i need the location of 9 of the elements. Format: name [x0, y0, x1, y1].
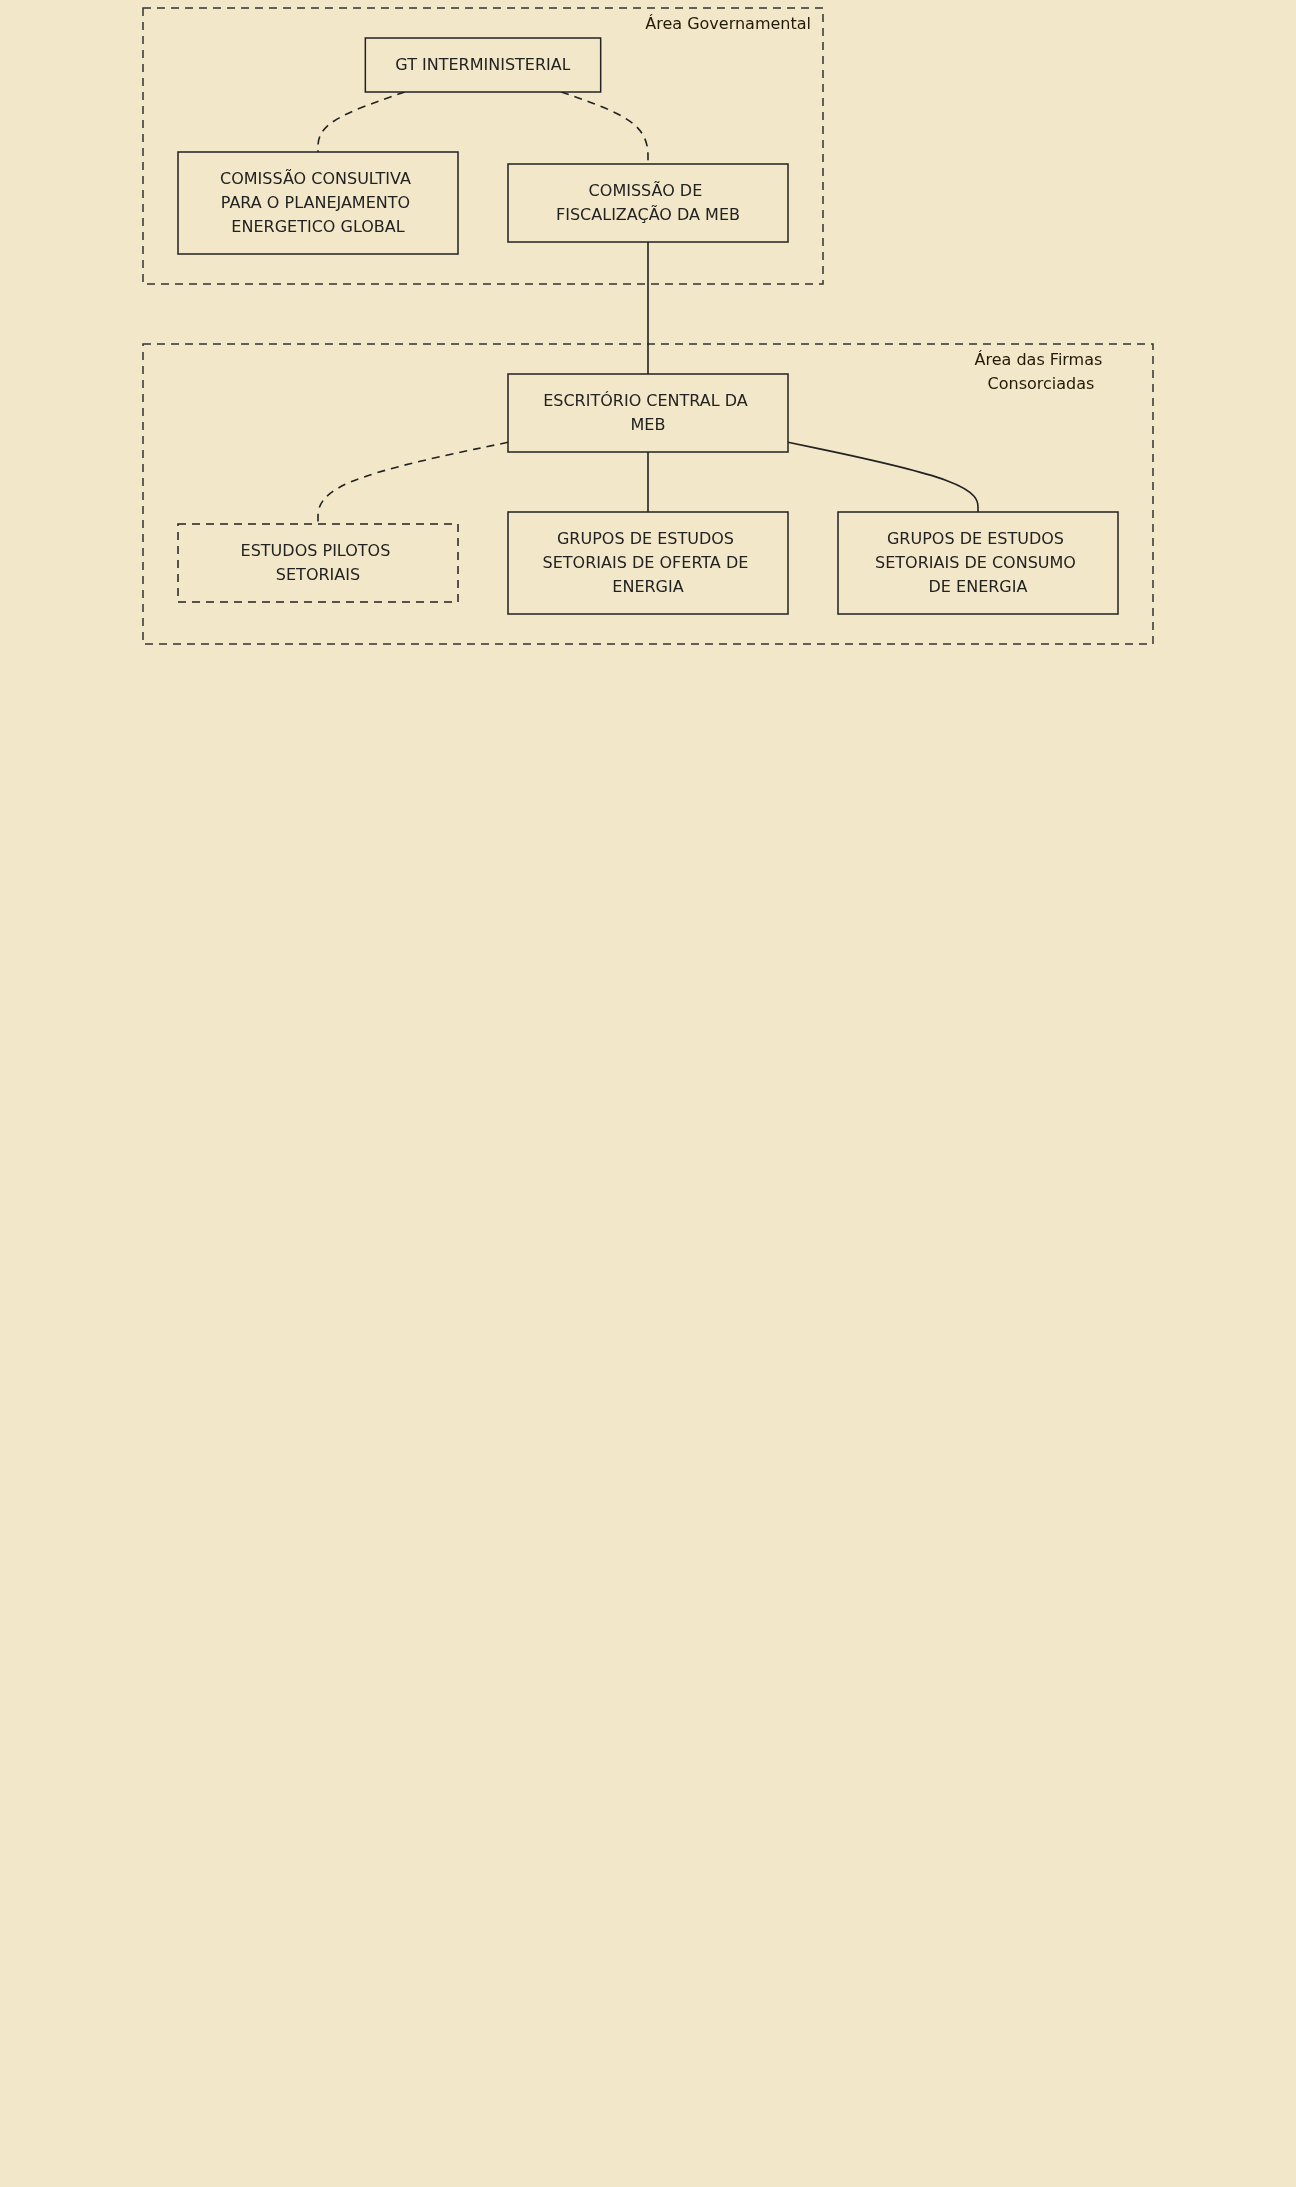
connector	[647, 451, 649, 513]
connector	[647, 241, 649, 375]
node-box: ESTUDOS PILOTOS SETORIAIS	[177, 523, 459, 603]
node-box: GRUPOS DE ESTUDOS SETORIAIS DE CONSUMO DE ENERGIA	[837, 511, 1119, 615]
node-box: GT INTERMINISTERIAL	[364, 37, 602, 93]
node-box: COMISSÃO CONSULTIVA PARA O PLANEJAMENTO ENERGETICO GLOBAL	[177, 151, 459, 255]
node-box: COMISSÃO DE FISCALIZAÇÃO DA MEB	[507, 163, 789, 243]
node-box: ESCRITÓRIO CENTRAL DA MEB	[507, 373, 789, 453]
node-box: GRUPOS DE ESTUDOS SETORIAIS DE OFERTA DE ENERGIA	[507, 511, 789, 615]
